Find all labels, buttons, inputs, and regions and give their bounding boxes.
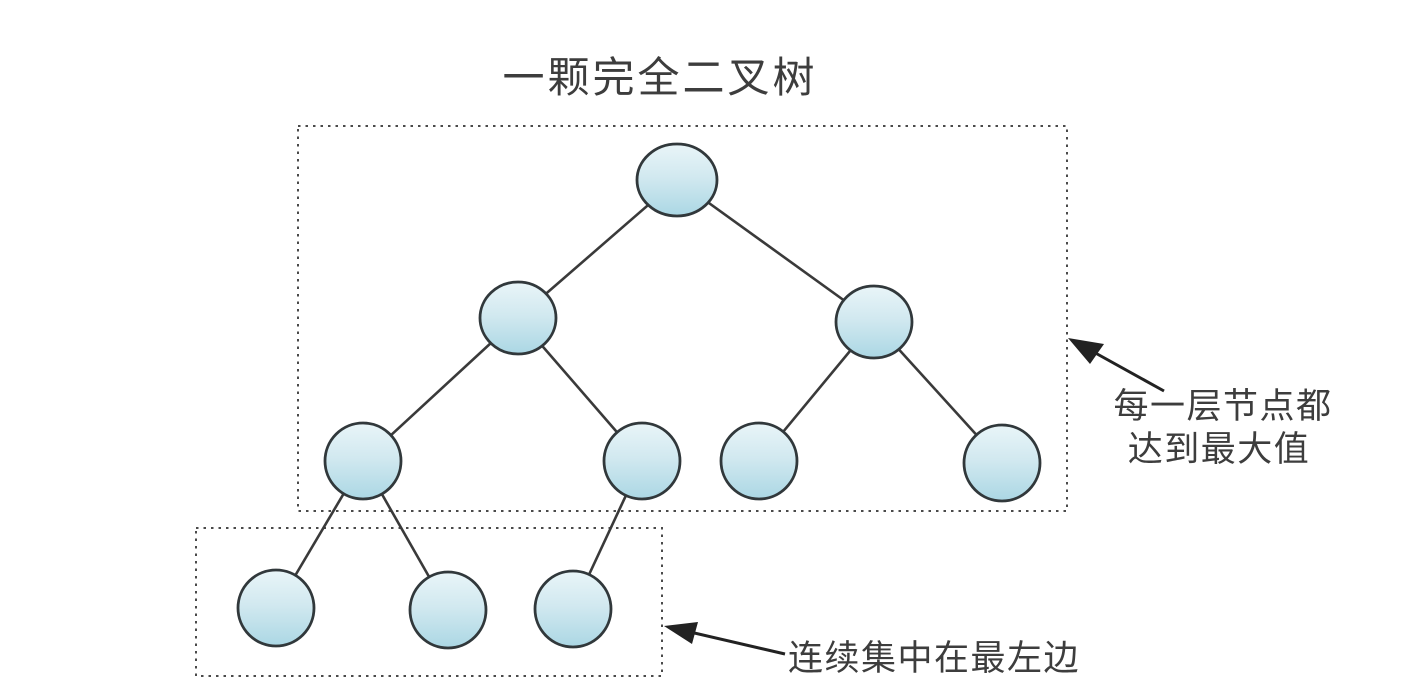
right-annotation-arrow: [1068, 338, 1165, 393]
bottom-annotation-arrow: [664, 622, 786, 656]
bottom-arrow-shaft: [689, 630, 786, 656]
right-arrow-shaft: [1089, 348, 1165, 393]
right-annotation-line1: 每一层节点都: [1113, 387, 1332, 426]
tree-node-leaf-1: [236, 568, 316, 648]
tree-edges: [274, 178, 1003, 611]
tree-node-l3-4: [962, 423, 1042, 503]
tree-node-l3-3: [719, 421, 799, 501]
tree-node-leaf-3: [533, 569, 613, 649]
tree-node-leaf-2: [408, 570, 488, 650]
right-annotation-line2: 达到最大值: [1128, 430, 1311, 469]
full-levels-boundary-box: [297, 125, 1068, 512]
bottom-arrow-head-icon: [664, 622, 698, 644]
diagram-title: 一颗完全二叉树: [502, 55, 817, 102]
right-arrow-head-icon: [1068, 338, 1104, 364]
edge-root-l2right: [676, 178, 875, 324]
tree-node-l3-1: [323, 421, 403, 501]
tree-nodes: [236, 142, 1042, 650]
tree-node-l3-2: [602, 421, 682, 501]
leftmost-leaves-boundary-box: [195, 527, 663, 677]
tree-node-l2-left: [478, 280, 558, 356]
bottom-annotation-label: 连续集中在最左边: [788, 639, 1080, 678]
tree-node-l2-right: [834, 284, 914, 360]
tree-node-root: [635, 142, 719, 218]
